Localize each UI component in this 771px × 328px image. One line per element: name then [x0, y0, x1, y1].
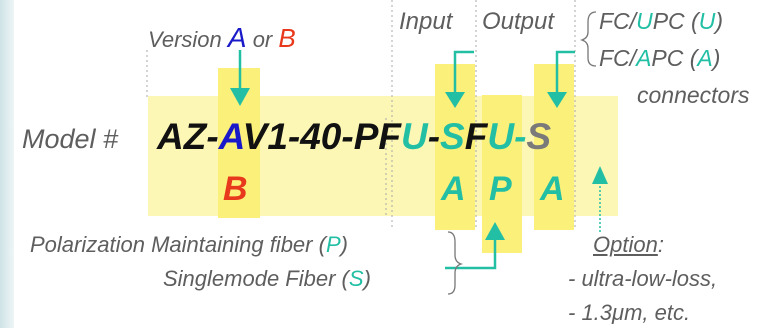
connectors-label: connectors [637, 82, 750, 108]
fiber-arrow [445, 222, 505, 270]
version-label-prefix: Version [148, 27, 228, 52]
option-line-1: - ultra-low-loss, [568, 266, 718, 291]
code-segment-output: U [487, 116, 515, 157]
output-arrow [547, 50, 575, 108]
apc-prefix: FC/ [599, 45, 637, 71]
alternate-output-code: A [540, 170, 565, 208]
code-segment-fiber: S [440, 116, 465, 157]
upc-close: ) [715, 8, 723, 34]
sm-fiber-close: ) [363, 266, 371, 291]
fiber-highlight-column [482, 95, 522, 253]
alternate-fiber-code: P [489, 170, 512, 208]
output-highlight-column [534, 64, 574, 230]
connector-apc-label: FC/APC (A) [599, 45, 720, 72]
version-b-code: B [278, 23, 296, 53]
option-arrow [592, 166, 608, 232]
version-label-mid: or [246, 27, 279, 52]
fiber-brace [447, 231, 464, 295]
code-segment: - [427, 116, 441, 157]
sm-fiber-code: S [348, 266, 364, 291]
code-segment: F [464, 116, 488, 157]
connector-brace [579, 11, 597, 67]
apc-letter: A [636, 45, 652, 71]
output-label: Output [482, 8, 555, 35]
apc-mid: PC ( [651, 45, 698, 71]
option-line-2: - 1.3μm, etc. [568, 300, 691, 325]
model-code: AZ-AV1-40-PFU-SFU-S [157, 116, 551, 158]
alternate-input-code: A [441, 170, 466, 208]
input-label: Input [399, 8, 453, 35]
option-title: Option: [593, 232, 664, 258]
upc-prefix: FC/ [599, 8, 637, 34]
version-a-code: A [227, 22, 247, 53]
pm-fiber-code: P [325, 232, 341, 257]
upc-code: U [698, 8, 716, 34]
option-title-colon: : [657, 232, 664, 257]
code-segment: AZ- [157, 116, 219, 157]
apc-close: ) [712, 45, 721, 71]
left-edge-panel [0, 0, 14, 328]
code-segment-option: S [526, 116, 552, 157]
pm-fiber-label: Polarization Maintaining fiber (P) [30, 232, 348, 258]
option-title-text: Option [593, 232, 658, 257]
code-segment-input: U [400, 116, 428, 157]
alternate-version-code: B [223, 170, 248, 208]
code-segment-version: A [218, 116, 243, 157]
pm-fiber-close: ) [340, 232, 348, 257]
apc-code: A [697, 45, 713, 71]
input-arrow [445, 50, 474, 108]
model-prefix-label: Model # [22, 124, 119, 154]
connector-upc-label: FC/UPC (U) [599, 8, 723, 35]
sm-fiber-label: Singlemode Fiber (S) [163, 266, 371, 292]
code-segment: V1-40-PF [242, 116, 401, 157]
version-arrow [230, 50, 250, 106]
upc-letter: U [636, 8, 653, 34]
upc-mid: PC ( [652, 8, 699, 34]
pm-fiber-text: Polarization Maintaining fiber ( [30, 232, 326, 257]
sm-fiber-text: Singlemode Fiber ( [163, 266, 349, 291]
code-segment: - [514, 116, 527, 157]
version-label: Version A or B [148, 22, 296, 54]
